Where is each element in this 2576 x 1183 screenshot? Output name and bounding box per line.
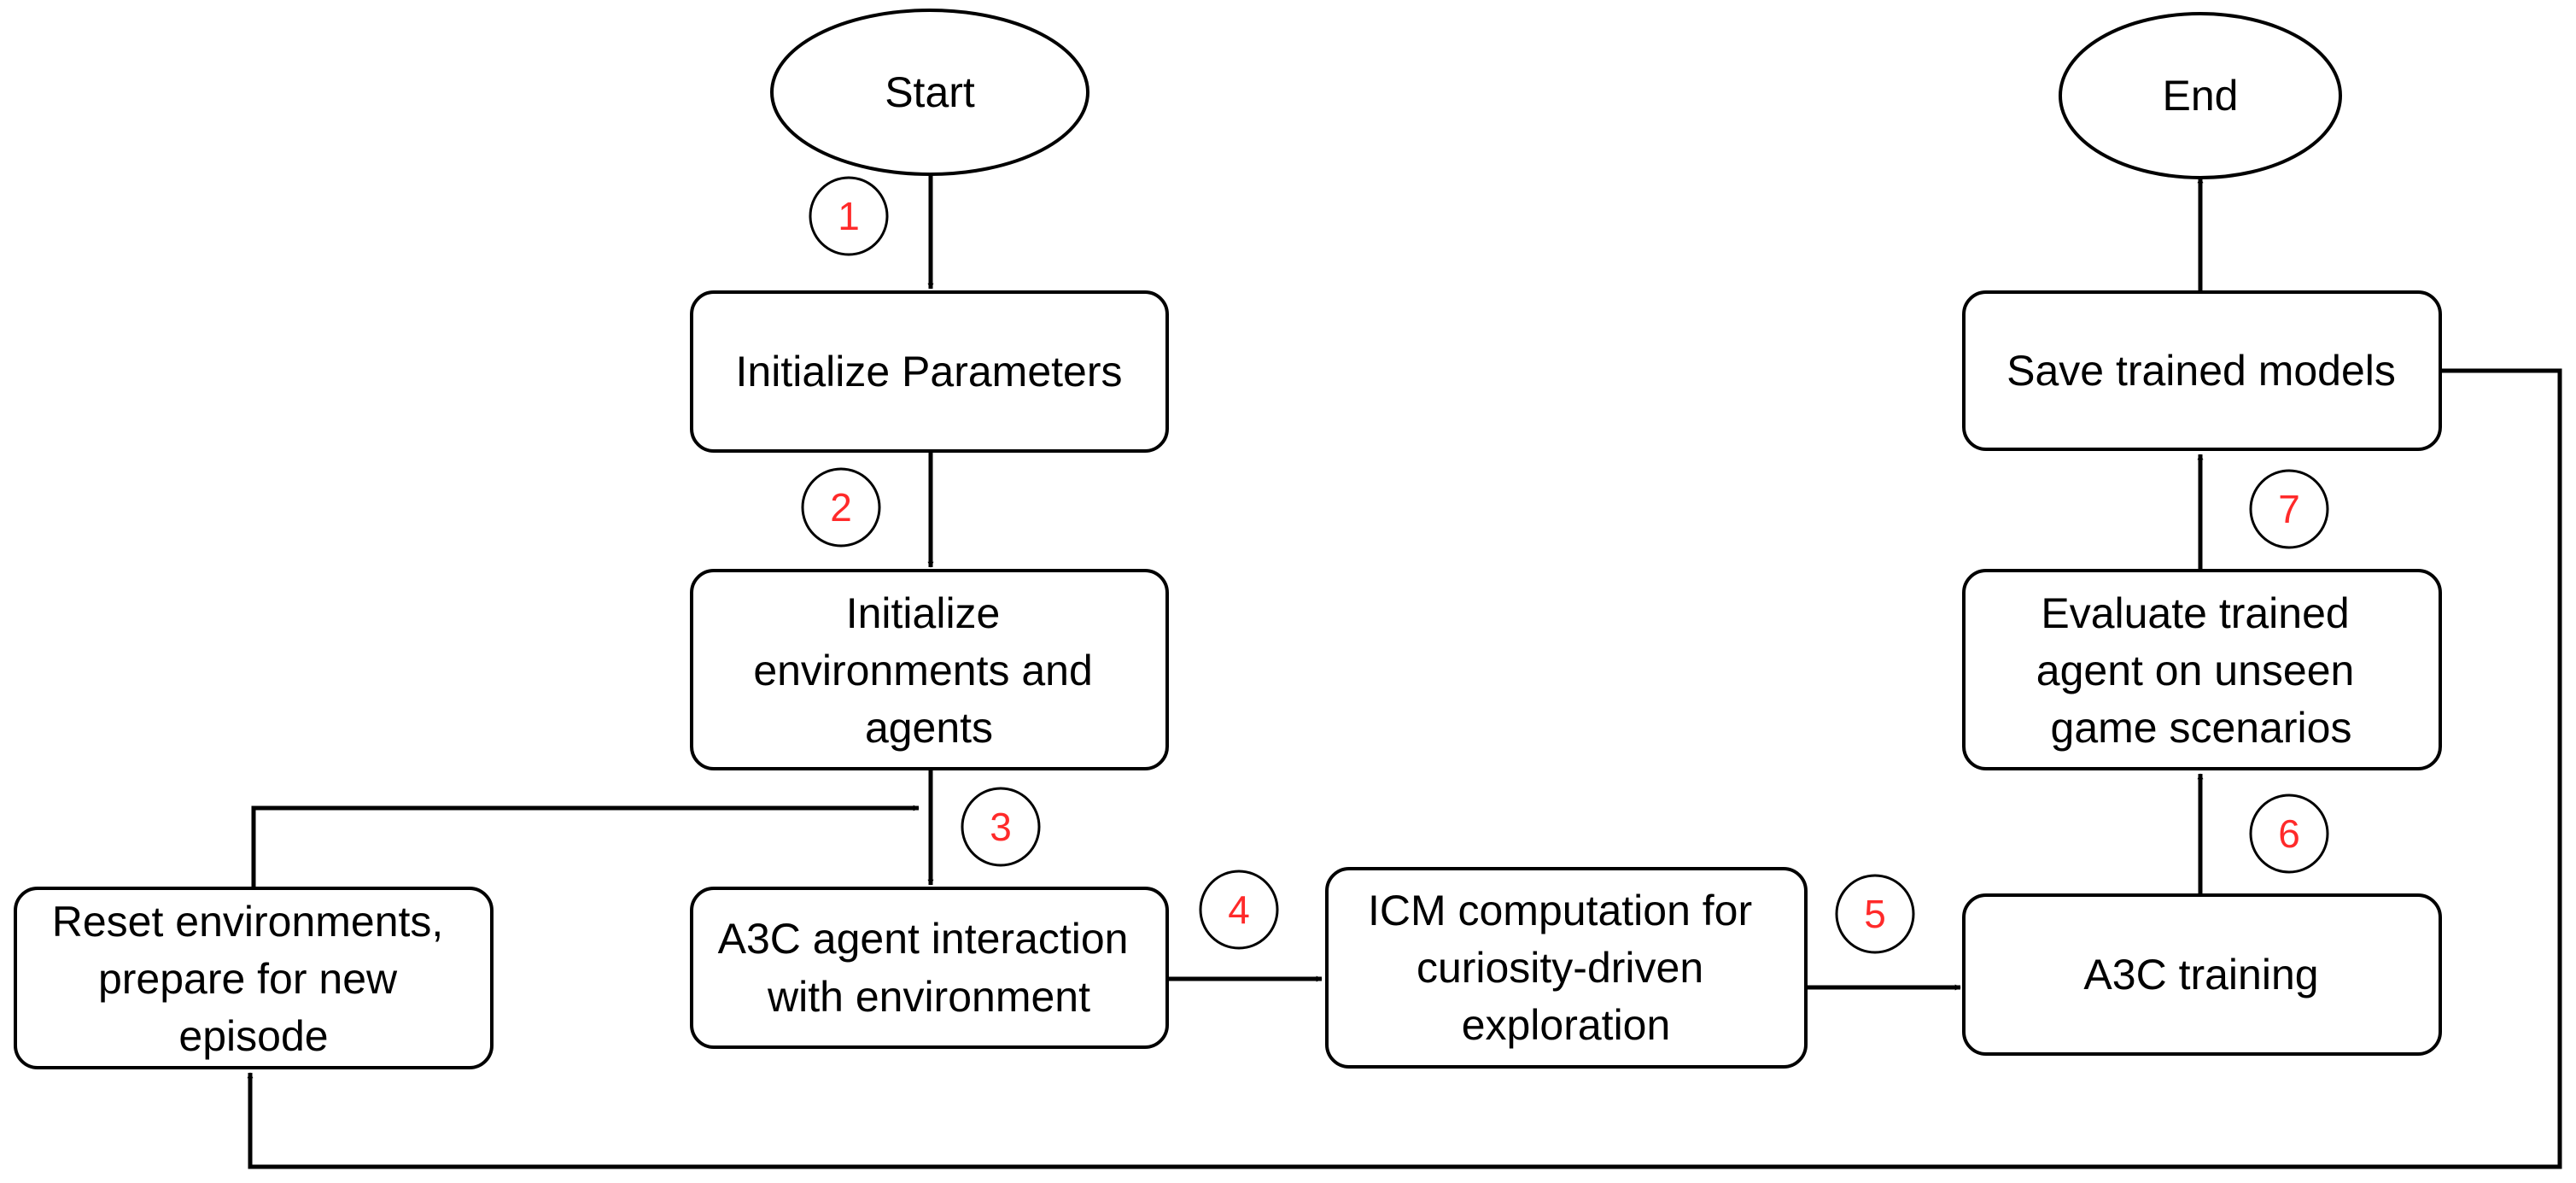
step-number-1: 1 [838, 194, 860, 238]
reset-environments-line-1: Reset environments, [52, 898, 444, 946]
step-badge-4: 4 [1199, 870, 1279, 950]
icm-computation-line-3: exploration [1462, 1001, 1671, 1049]
reset-environments-line-2: prepare for new [98, 955, 398, 1003]
edge-reset-to-a3c-interaction [251, 805, 920, 888]
start-label: Start [885, 68, 975, 116]
save-models-box: Save trained models [1962, 290, 2442, 451]
evaluate-agent-line-3: game scenarios [2051, 704, 2352, 752]
step-number-5: 5 [1864, 892, 1886, 936]
step-badge-2: 2 [801, 467, 881, 548]
step-number-7: 7 [2278, 487, 2300, 531]
evaluate-agent-line-2: agent on unseen [2036, 647, 2355, 694]
a3c-training-label: A3C training [2083, 951, 2318, 999]
initialize-parameters-box: Initialize Parameters [690, 290, 1169, 453]
initialize-environments-box: Initialize environments and agents [690, 569, 1169, 770]
step-badge-5: 5 [1835, 874, 1915, 954]
reset-environments-line-3: episode [178, 1012, 328, 1060]
edges [247, 174, 2562, 1169]
step-badge-6: 6 [2249, 794, 2329, 874]
evaluate-agent-box: Evaluate trained agent on unseen game sc… [1962, 569, 2442, 770]
a3c-interaction-line-1: A3C agent interaction [718, 915, 1129, 963]
a3c-interaction-box: A3C agent interaction with environment [690, 887, 1169, 1049]
initialize-environments-line-3: agents [865, 704, 993, 752]
step-number-3: 3 [990, 805, 1012, 849]
svg-text:Reset environments, prep: Reset environments, prepare for new epis… [52, 898, 455, 1060]
edge-save-models-loop-to-reset [247, 368, 2562, 1169]
step-badge-3: 3 [961, 787, 1041, 867]
evaluate-agent-line-1: Evaluate trained [2041, 589, 2349, 637]
step-badge-1: 1 [809, 176, 889, 256]
end-label: End [2163, 72, 2239, 120]
initialize-environments-line-2: environments and [753, 647, 1092, 694]
a3c-interaction-line-2: with environment [767, 973, 1090, 1021]
step-number-6: 6 [2278, 811, 2300, 856]
step-number-2: 2 [830, 485, 852, 530]
end-node: End [2059, 12, 2342, 179]
icm-computation-line-1: ICM computation for [1368, 887, 1752, 934]
step-badge-7: 7 [2249, 469, 2329, 549]
initialize-parameters-label: Initialize Parameters [736, 348, 1123, 395]
step-number-4: 4 [1228, 887, 1250, 932]
svg-text:ICM computation for curi: ICM computation for curiosity-driven exp… [1368, 887, 1764, 1049]
svg-text:Initialize environments: Initialize environments and agents [753, 589, 1104, 752]
icm-computation-line-2: curiosity-driven [1417, 944, 1703, 992]
initialize-environments-line-1: Initialize [846, 589, 1001, 637]
save-models-label: Save trained models [2006, 347, 2396, 395]
svg-text:A3C agent interaction wi: A3C agent interaction with environment [718, 915, 1141, 1021]
icm-computation-box: ICM computation for curiosity-driven exp… [1325, 867, 1808, 1069]
reset-environments-box: Reset environments, prepare for new epis… [14, 887, 494, 1069]
start-node: Start [770, 9, 1089, 176]
a3c-training-box: A3C training [1962, 893, 2442, 1056]
svg-text:Evaluate trained agent o: Evaluate trained agent on unseen game sc… [2036, 589, 2366, 752]
